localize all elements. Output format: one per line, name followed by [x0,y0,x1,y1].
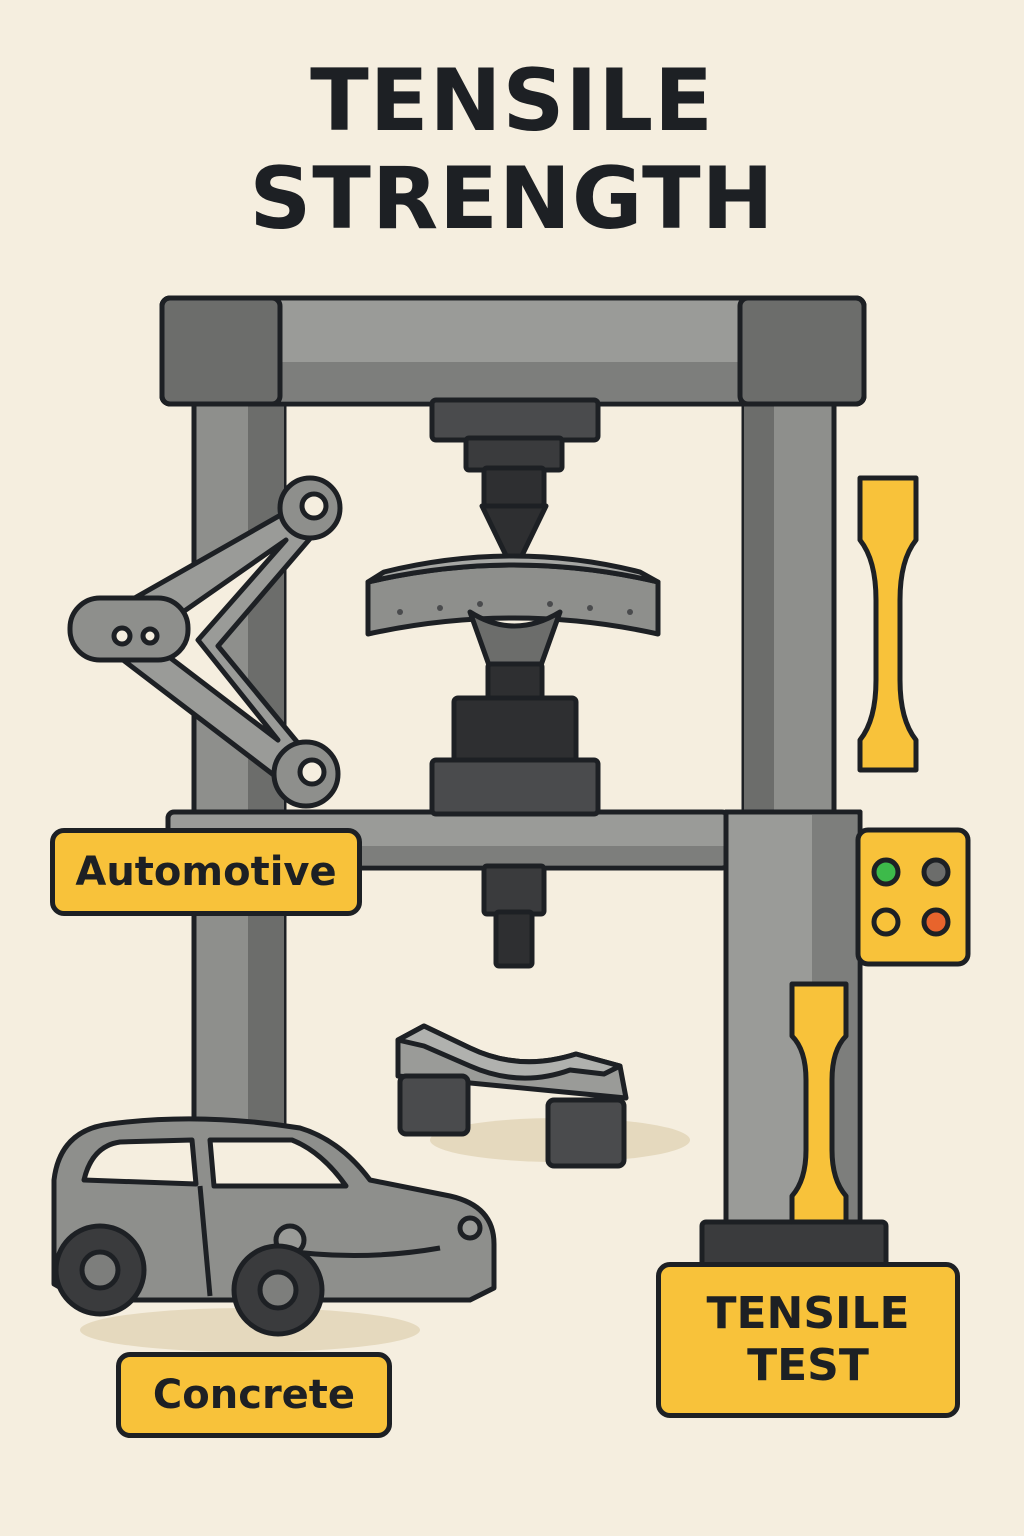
bent-beam-icon [365,553,661,637]
car-shadow [80,1308,420,1352]
indicator-light-yellow [871,907,901,937]
title-line-2: STRENGTH [249,149,775,249]
indicator-light-orange [921,907,951,937]
tensile-test-label: TENSILE TEST [656,1262,960,1418]
compression-anvil-icon [429,397,601,575]
lower-rod [481,863,547,969]
lower-support [429,609,601,817]
automotive-label-text: Automotive [75,849,337,895]
tensile-test-line-2: TEST [747,1340,869,1391]
control-panel-icon [855,827,971,967]
top-left-cap [159,295,283,407]
dogbone-specimen-icon [857,475,919,773]
automotive-label: Automotive [50,828,362,916]
bridge-beam-icon [395,1023,629,1169]
title-line-1: TENSILE [310,51,714,151]
car-icon [51,1116,497,1337]
indicator-light-gray [921,857,951,887]
page-title: TENSILE STRENGTH [0,52,1024,248]
indicator-light-green [871,857,901,887]
concrete-label: Concrete [116,1352,392,1438]
control-arm-icon [67,475,343,809]
tensile-test-line-1: TENSILE [706,1288,910,1339]
concrete-label-text: Concrete [152,1372,356,1418]
tower-specimen-icon [789,981,849,1225]
top-right-cap [737,295,867,407]
